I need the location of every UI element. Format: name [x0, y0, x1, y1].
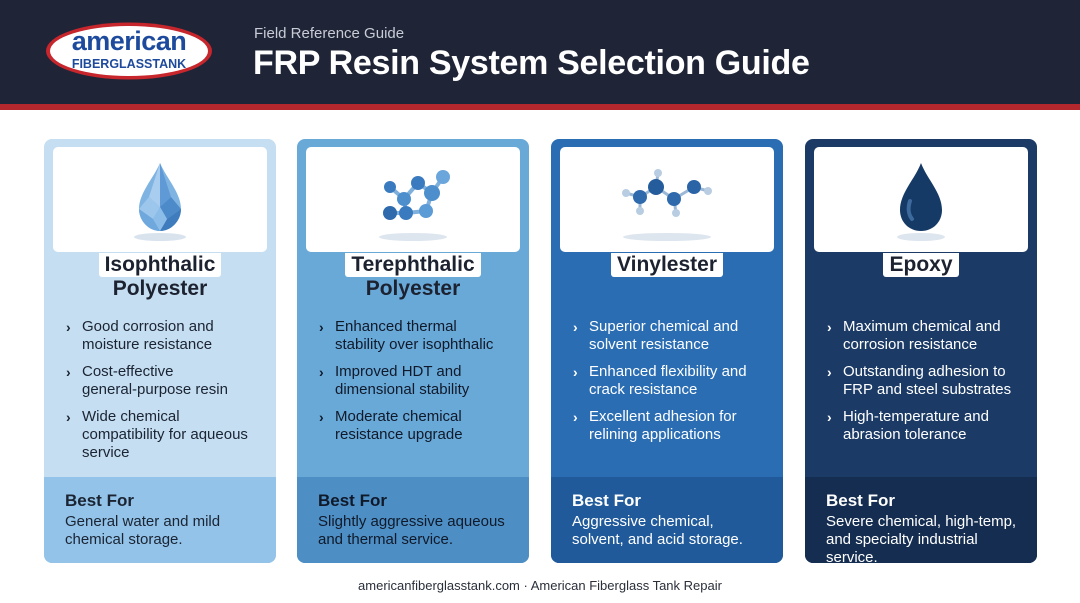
chevron-right-icon: › [66, 319, 71, 335]
card-icon-panel [814, 147, 1028, 252]
card-title-line1: Terephthalic [345, 253, 481, 277]
chevron-right-icon: › [827, 364, 832, 380]
best-for-title: Best For [826, 491, 895, 510]
chevron-right-icon: › [66, 364, 71, 380]
best-for-title: Best For [572, 491, 641, 510]
header: american FIBERGLASSTANK Field Reference … [0, 0, 1080, 104]
chevron-right-icon: › [319, 364, 324, 380]
card-title: Terephthalic Polyester [297, 253, 529, 301]
card-title: Vinylester [551, 253, 783, 277]
best-for-panel: Best For Aggressive chemical,solvent, an… [551, 477, 783, 563]
card-icon-panel [306, 147, 520, 252]
logo: american FIBERGLASSTANK [44, 21, 214, 81]
molecule-chain-icon [622, 169, 712, 241]
card-title-line1: Epoxy [883, 253, 959, 277]
best-for-panel: Best For Severe chemical, high-temp,and … [805, 477, 1037, 563]
chevron-right-icon: › [573, 409, 578, 425]
card-title-line1: Isophthalic [98, 253, 222, 277]
header-accent-stripe [0, 104, 1080, 110]
footer-attribution: americanfiberglasstank.com · American Fi… [358, 578, 722, 593]
chevron-right-icon: › [827, 409, 832, 425]
logo-wordmark-top: american [71, 26, 187, 56]
best-for-text: Aggressive chemical,solvent, and acid st… [572, 513, 743, 548]
chevron-right-icon: › [319, 319, 324, 335]
best-for-title: Best For [65, 491, 134, 510]
card-title-line2: Polyester [365, 277, 461, 300]
card-title: Epoxy [805, 253, 1037, 277]
resin-card-terephthalic: Terephthalic Polyester ›Enhanced thermal… [297, 139, 529, 563]
resin-card-isophthalic: Isophthalic Polyester ›Good corrosion an… [44, 139, 276, 563]
chevron-right-icon: › [66, 409, 71, 425]
chevron-right-icon: › [319, 409, 324, 425]
logo-badge-icon [46, 22, 212, 80]
page-title: FRP Resin System Selection Guide [253, 44, 810, 82]
chevron-right-icon: › [573, 319, 578, 335]
chevron-right-icon: › [573, 364, 578, 380]
chevron-right-icon: › [827, 319, 832, 335]
card-title-line1: Vinylester [610, 253, 723, 277]
logo-wordmark-bottom: FIBERGLASSTANK [71, 57, 187, 71]
best-for-title: Best For [318, 491, 387, 510]
page-subtitle: Field Reference Guide [254, 25, 405, 42]
dark-droplet-icon [897, 163, 945, 241]
card-icon-panel [53, 147, 267, 252]
best-for-text: Severe chemical, high-temp,and specialty… [826, 513, 1017, 563]
molecule-icon [379, 170, 450, 241]
card-icon-panel [560, 147, 774, 252]
card-title-line2: Polyester [112, 277, 208, 300]
crystal-droplet-icon [134, 163, 186, 241]
card-title: Isophthalic Polyester [44, 253, 276, 301]
